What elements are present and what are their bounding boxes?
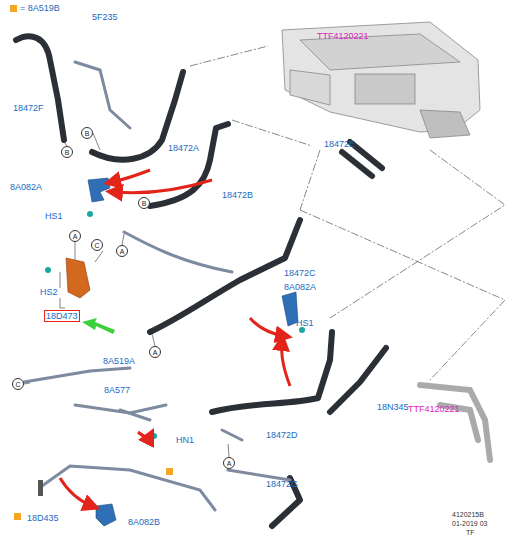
part-number: 01-2019 03 xyxy=(452,520,487,528)
screws xyxy=(45,211,305,439)
callout-circle: A xyxy=(69,230,81,242)
callout-letter: A xyxy=(153,349,158,356)
part-number: 8A082A xyxy=(10,182,42,192)
leader-lines xyxy=(24,133,229,457)
callout-circle: B xyxy=(61,146,73,158)
callout-circle: A xyxy=(223,457,235,469)
green-arrow xyxy=(82,318,115,334)
part-number: 18N345 xyxy=(377,402,409,412)
callout-letter: A xyxy=(227,460,232,467)
part-number: 18472G xyxy=(266,479,298,489)
red-arrows xyxy=(60,170,290,506)
part-number: 18472A xyxy=(168,143,199,153)
part-number: TTF4120221 xyxy=(317,31,369,41)
callout-circle: C xyxy=(91,239,103,251)
marker xyxy=(14,513,21,520)
callout-letter: C xyxy=(15,381,20,388)
part-number: HS1 xyxy=(296,318,314,328)
part-number: 18472C xyxy=(284,268,316,278)
part-number: 8A082B xyxy=(128,517,160,527)
callout-letter: A xyxy=(120,248,125,255)
lines-pipes xyxy=(24,62,290,510)
part-number: 18D473 xyxy=(44,310,80,322)
part-number: 8A519A xyxy=(103,356,135,366)
marker xyxy=(166,468,173,475)
part-number: TTF4120221 xyxy=(408,404,460,414)
part-number: HS2 xyxy=(40,287,58,297)
part-number: HN1 xyxy=(176,435,194,445)
part-number: 18472F xyxy=(13,103,44,113)
part-number: 8A082A xyxy=(284,282,316,292)
callout-circle: B xyxy=(81,127,93,139)
coolant-hoses xyxy=(16,36,386,526)
part-number: TF xyxy=(466,529,475,537)
part-number: 18472B xyxy=(222,190,253,200)
callout-letter: B xyxy=(142,200,147,207)
part-number: HS1 xyxy=(45,211,63,221)
callout-circle: A xyxy=(149,346,161,358)
part-number: 4120215B xyxy=(452,511,484,519)
legend-text: = 8A519B xyxy=(20,3,60,13)
part-number: 18472D xyxy=(266,430,298,440)
part-number: 8A577 xyxy=(104,385,130,395)
hvac-unit xyxy=(282,22,480,138)
callout-circle: B xyxy=(138,197,150,209)
callout-letter: A xyxy=(73,233,78,240)
part-number: 5F235 xyxy=(92,12,118,22)
part-number: 18472E xyxy=(324,139,355,149)
hvac-pipe xyxy=(420,385,490,460)
sensor xyxy=(38,480,43,496)
callout-letter: B xyxy=(65,149,70,156)
callout-letter: C xyxy=(94,242,99,249)
callout-circle: A xyxy=(116,245,128,257)
legend-swatch xyxy=(10,5,17,12)
part-number: 18D435 xyxy=(27,513,59,523)
callout-letter: B xyxy=(85,130,90,137)
callout-circle: C xyxy=(12,378,24,390)
pump xyxy=(66,258,90,298)
brackets xyxy=(88,178,298,526)
